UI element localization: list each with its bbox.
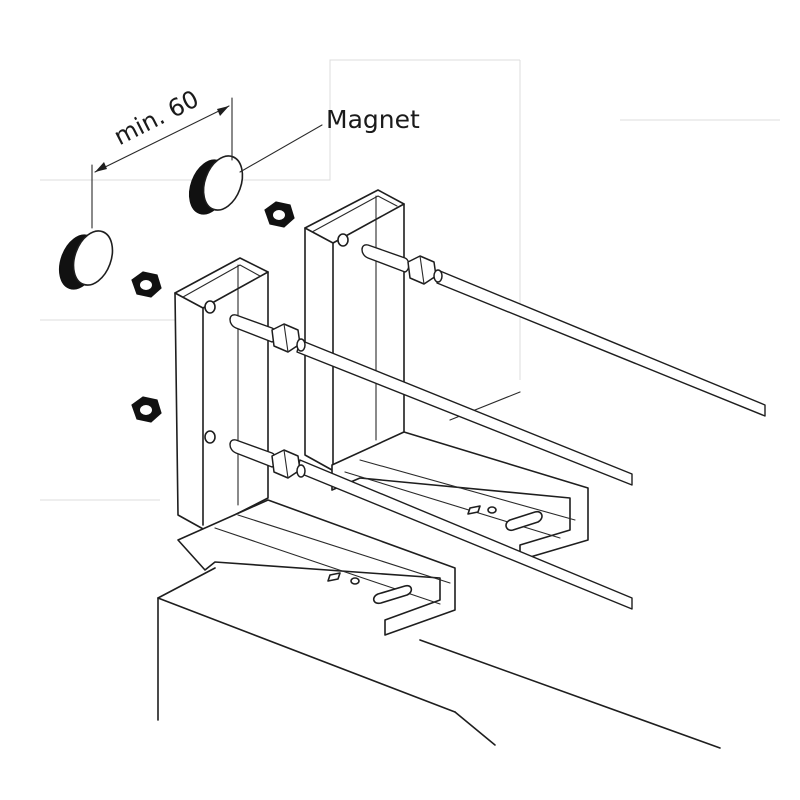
- hex-nut-icon: [131, 271, 162, 298]
- magnet-label: Magnet: [326, 105, 420, 134]
- magnet-lower: [58, 230, 114, 290]
- loose-nuts: [131, 201, 295, 423]
- mounting-surface: [157, 391, 721, 749]
- magnet-upper: [188, 155, 244, 215]
- rod-nut-lower: [271, 449, 306, 479]
- magnets: [58, 155, 244, 290]
- background-grid: [40, 59, 780, 501]
- rod-nut-top: [407, 255, 443, 285]
- hex-nut-icon: [131, 396, 162, 423]
- rod-nut-middle: [271, 323, 306, 353]
- hex-nut-icon: [264, 201, 295, 228]
- magnet-callout: Magnet: [239, 105, 420, 173]
- rod-nuts: [271, 255, 443, 479]
- rear-bracket: [304, 189, 589, 561]
- dimension-label: min. 60: [109, 85, 203, 151]
